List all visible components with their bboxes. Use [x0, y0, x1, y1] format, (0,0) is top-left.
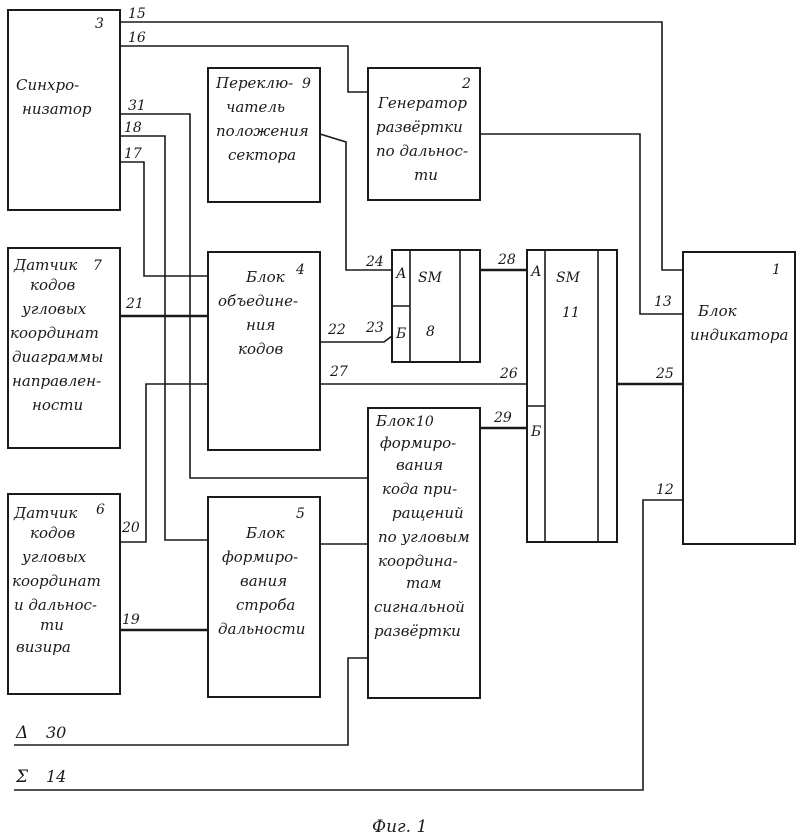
adder-11-title: SM — [556, 270, 581, 286]
sector-switch-label-2: чатель — [226, 98, 285, 116]
sensor-6-label-2: кодов — [30, 524, 76, 542]
wire-label-20: 20 — [121, 520, 140, 536]
sensor-7-label-1: Датчик — [13, 256, 77, 274]
block-number-10: 10 — [416, 414, 434, 430]
block-number-11: 11 — [562, 305, 580, 321]
sector-switch-label-1: Переклю- — [215, 74, 293, 92]
wire-label-13: 13 — [654, 294, 672, 310]
sensor-6-label-7: визира — [16, 638, 71, 656]
sweep-generator-label-3: по дальнос- — [376, 142, 468, 160]
sensor-7-label-6: направлен- — [12, 372, 101, 390]
wire-label-12: 12 — [656, 482, 674, 498]
block-number-3: 3 — [95, 16, 104, 32]
increment-former-label-8: там — [406, 574, 442, 592]
increment-former-label-10: развёртки — [374, 622, 461, 640]
code-combiner-label-2: объедине- — [218, 292, 298, 310]
sweep-generator-label-1: Генератор — [377, 94, 467, 112]
sensor-7-label-7: ности — [32, 396, 83, 414]
sensor-7-label-4: координат — [10, 324, 99, 342]
indicator-label-2: индикатора — [690, 326, 788, 344]
increment-former-label-2: формиро- — [380, 434, 456, 452]
wire-label-15: 15 — [128, 6, 146, 22]
strobe-former-label-2: формиро- — [222, 548, 298, 566]
strobe-former-label-1: Блок — [245, 524, 285, 542]
code-combiner-label-4: кодов — [238, 340, 284, 358]
sensor-7-label-2: кодов — [30, 276, 76, 294]
synchronizer-label-1: Синхро- — [16, 76, 79, 94]
block-number-6: 6 — [96, 502, 105, 518]
strobe-former-label-3: вания — [240, 572, 287, 590]
block-number-9: 9 — [302, 76, 311, 92]
adder-8-port-b: Б — [395, 326, 406, 342]
increment-former-label-6: по угловым — [378, 528, 470, 546]
bus-delta-symbol: Δ — [15, 723, 28, 743]
adder-11-port-a: А — [530, 264, 542, 280]
adder-11-port-b: Б — [530, 424, 541, 440]
increment-former-label-9: сигнальной — [374, 598, 465, 616]
wire-label-26: 26 — [499, 366, 518, 382]
wire-13 — [480, 134, 683, 314]
increment-former-label-7: координа- — [378, 552, 458, 570]
wire-label-18: 18 — [124, 120, 142, 136]
sensor-7-label-5: диаграммы — [12, 348, 103, 366]
indicator-label-1: Блок — [697, 302, 737, 320]
wire-label-17: 17 — [124, 146, 142, 162]
code-combiner-label-3: ния — [246, 316, 275, 334]
increment-former-label-4: кода при- — [382, 480, 457, 498]
wire-label-25: 25 — [655, 366, 674, 382]
wire-label-31: 31 — [128, 98, 146, 114]
increment-former-label-1: Блок — [375, 412, 415, 430]
block-number-7: 7 — [93, 258, 102, 274]
wire-label-24: 24 — [365, 254, 384, 270]
strobe-former-label-4: строба — [236, 596, 295, 614]
sensor-6-label-1: Датчик — [13, 504, 77, 522]
adder-8-port-a: А — [395, 266, 407, 282]
bus-delta-30 — [14, 658, 368, 745]
adder-8-title: SM — [418, 270, 443, 286]
block-number-5: 5 — [296, 506, 305, 522]
bus-delta-number: 30 — [46, 723, 66, 742]
block-number-1: 1 — [772, 262, 781, 278]
sensor-7-label-3: угловых — [21, 300, 87, 318]
sensor-6-label-5: и дальнос- — [14, 596, 97, 614]
wire-label-22: 22 — [327, 322, 346, 338]
sector-switch-label-4: сектора — [228, 146, 296, 164]
bus-sigma-number: 14 — [46, 767, 66, 786]
wire-label-19: 19 — [122, 612, 140, 628]
wire-18 — [120, 136, 208, 540]
wire-label-27: 27 — [329, 364, 348, 380]
indicator-block — [683, 252, 795, 544]
sensor-6-label-6: ти — [40, 616, 64, 634]
increment-former-label-5: ращений — [392, 504, 464, 522]
block-number-2: 2 — [461, 76, 471, 92]
figure-caption: Фиг. 1 — [372, 817, 427, 837]
synchronizer-label-2: низатор — [22, 100, 92, 118]
wire-label-23: 23 — [365, 320, 384, 336]
code-combiner-label-1: Блок — [245, 268, 285, 286]
wire-20 — [120, 384, 208, 542]
wire-label-28: 28 — [497, 252, 516, 268]
wire-label-29: 29 — [493, 410, 512, 426]
block-number-4: 4 — [295, 262, 305, 278]
block-number-8: 8 — [426, 324, 435, 340]
sweep-generator-label-4: ти — [414, 166, 438, 184]
wire-17 — [120, 162, 208, 276]
increment-former-label-3: вания — [396, 456, 443, 474]
bus-sigma-symbol: Σ — [15, 767, 29, 787]
wire-label-16: 16 — [128, 30, 146, 46]
adder-11 — [527, 250, 617, 542]
sensor-6-label-3: угловых — [21, 548, 87, 566]
sweep-generator-label-2: развёртки — [376, 118, 463, 136]
sensor-6-label-4: координат — [12, 572, 101, 590]
sector-switch-label-3: положения — [216, 122, 309, 140]
strobe-former-label-5: дальности — [218, 620, 305, 638]
wire-label-21: 21 — [125, 296, 144, 312]
